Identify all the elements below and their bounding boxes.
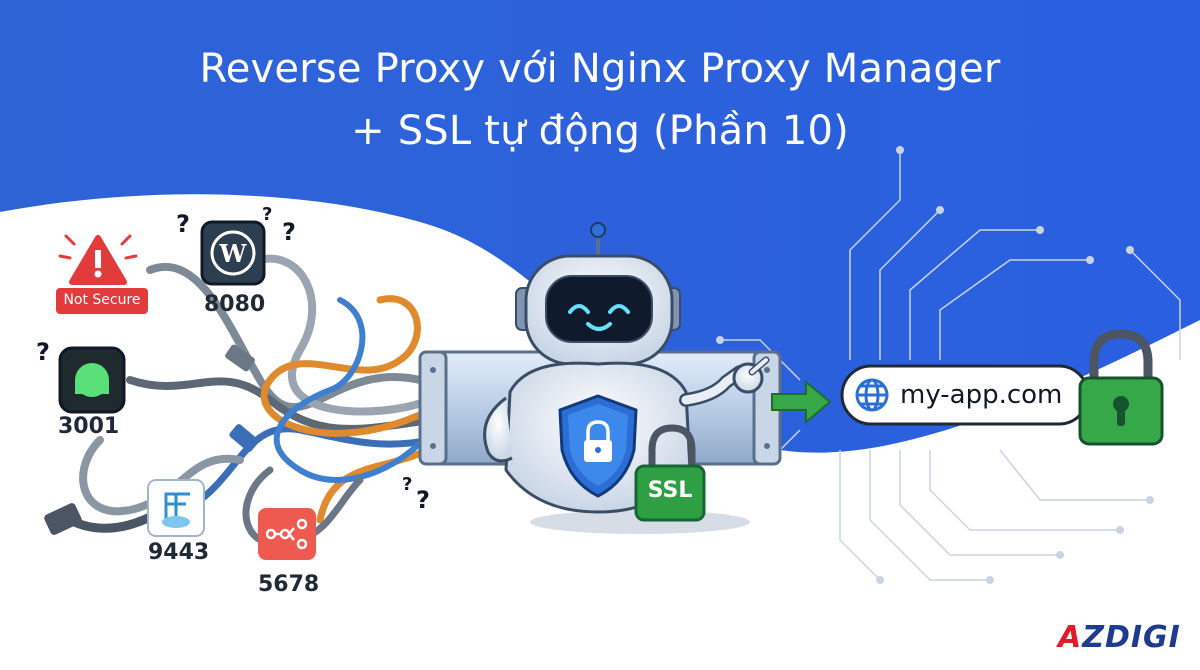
question-marks: ??? ??? bbox=[36, 204, 430, 514]
port-label-8080: 8080 bbox=[204, 292, 266, 317]
shield-lock-icon bbox=[558, 394, 638, 498]
not-secure-label: Not Secure bbox=[63, 292, 141, 308]
url-text: my-app.com bbox=[900, 380, 1063, 410]
svg-text:?: ? bbox=[416, 486, 430, 514]
ssl-lock-icon bbox=[634, 424, 706, 522]
portainer-icon bbox=[147, 479, 205, 537]
n8n-icon bbox=[258, 508, 316, 560]
wordpress-icon: W bbox=[200, 220, 266, 286]
svg-text:?: ? bbox=[176, 210, 190, 238]
page-title-line-1: Reverse Proxy với Nginx Proxy Manager bbox=[199, 46, 1001, 92]
logo-letter-a: A bbox=[1058, 620, 1083, 655]
page-title-line-2: + SSL tự động (Phần 10) bbox=[351, 108, 849, 154]
cable-plugs bbox=[44, 344, 259, 535]
circuit-dots bbox=[716, 146, 1154, 584]
warning-triangle-icon bbox=[58, 234, 138, 285]
port-label-5678: 5678 bbox=[258, 572, 320, 597]
svg-text:?: ? bbox=[262, 204, 272, 225]
svg-text:?: ? bbox=[402, 474, 412, 495]
azdigi-logo: AZDIGI bbox=[1058, 620, 1181, 655]
port-label-9443: 9443 bbox=[148, 540, 210, 565]
logo-text: ZDIGI bbox=[1082, 620, 1181, 655]
padlock-icon bbox=[1078, 329, 1164, 446]
svg-text:?: ? bbox=[36, 338, 50, 366]
port-label-3001: 3001 bbox=[58, 414, 120, 439]
not-secure-badge bbox=[56, 288, 148, 314]
svg-text:?: ? bbox=[282, 218, 296, 246]
ssl-badge-label: SSL bbox=[647, 478, 693, 503]
globe-icon bbox=[855, 378, 889, 412]
green-arrow bbox=[771, 379, 832, 425]
green-app-icon bbox=[58, 346, 126, 414]
svg-text:W: W bbox=[219, 239, 248, 268]
circuit-traces bbox=[720, 150, 1181, 581]
